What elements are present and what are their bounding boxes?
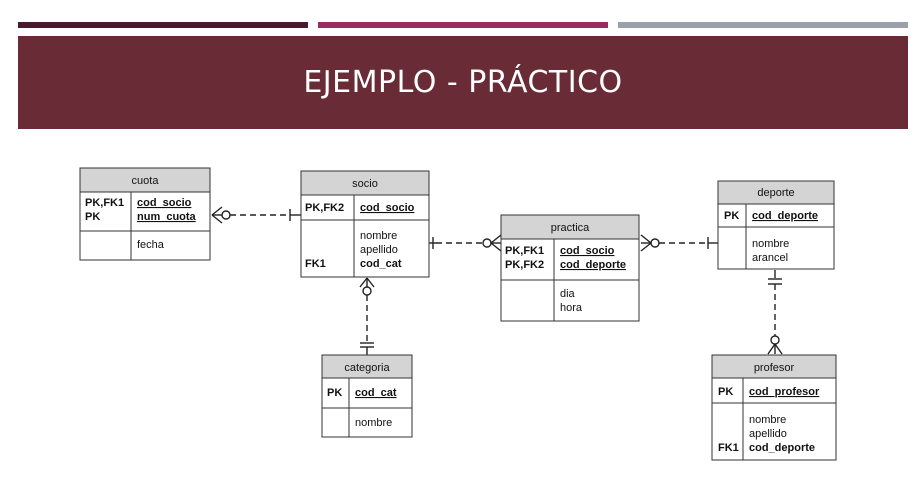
entity-categoria-pk-field: cod_cat xyxy=(355,387,397,399)
entity-socio-attr: apellido xyxy=(360,244,398,256)
entity-practica-title: practica xyxy=(551,222,590,234)
entity-practica-pk-field: cod_socio xyxy=(560,245,615,257)
slide-title: EJEMPLO - PRÁCTICO xyxy=(303,65,623,100)
entity-profesor-fk-label: FK1 xyxy=(718,442,739,454)
entity-categoria-attr: nombre xyxy=(355,417,392,429)
entity-deporte-attr: nombre xyxy=(752,238,789,250)
entity-categoria[interactable]: categoria PK cod_cat nombre xyxy=(321,354,413,438)
title-banner: EJEMPLO - PRÁCTICO xyxy=(18,36,908,129)
entity-cuota-pk-field: num_cuota xyxy=(137,211,197,223)
entity-practica-attr: hora xyxy=(560,302,583,314)
entity-profesor[interactable]: profesor PK cod_profesor nombre apellido… xyxy=(711,354,837,461)
entity-socio-pk-field: cod_socio xyxy=(360,202,415,214)
accent-bar-dark xyxy=(18,22,308,28)
entity-socio-key: PK,FK2 xyxy=(305,202,344,214)
relationship-practica-deporte xyxy=(640,234,718,252)
entity-practica-attr: dia xyxy=(560,288,576,300)
entity-deporte-title: deporte xyxy=(757,187,794,199)
entity-cuota-attr: fecha xyxy=(137,239,165,251)
entity-profesor-fk-field: cod_deporte xyxy=(749,442,815,454)
entity-practica[interactable]: practica PK,FK1 PK,FK2 cod_socio cod_dep… xyxy=(500,214,640,322)
entity-deporte[interactable]: deporte PK cod_deporte nombre arancel xyxy=(717,180,835,270)
entity-cuota-pk-field: cod_socio xyxy=(137,197,192,209)
entity-socio-title: socio xyxy=(352,178,378,190)
entity-cuota-key: PK,FK1 xyxy=(85,197,124,209)
entity-profesor-title: profesor xyxy=(754,362,795,374)
entity-profesor-key: PK xyxy=(718,386,733,398)
accent-bar-gray xyxy=(618,22,908,28)
entity-practica-key: PK,FK1 xyxy=(505,245,544,257)
relationship-socio-practica xyxy=(428,234,502,252)
entity-categoria-key: PK xyxy=(327,387,342,399)
entity-cuota[interactable]: cuota PK,FK1 PK cod_socio num_cuota fech… xyxy=(79,167,211,261)
entity-profesor-attr: apellido xyxy=(749,428,787,440)
entity-cuota-key: PK xyxy=(85,211,100,223)
relationship-socio-categoria xyxy=(359,277,375,355)
entity-socio-fk-label: FK1 xyxy=(305,258,326,270)
entity-profesor-attr: nombre xyxy=(749,414,786,426)
entity-practica-pk-field: cod_deporte xyxy=(560,259,626,271)
er-diagram: cuota PK,FK1 PK cod_socio num_cuota fech… xyxy=(78,158,844,465)
entity-profesor-pk-field: cod_profesor xyxy=(749,386,820,398)
entity-cuota-title: cuota xyxy=(132,175,160,187)
entity-socio-fk-field: cod_cat xyxy=(360,258,402,270)
entity-deporte-attr: arancel xyxy=(752,252,788,264)
relationship-cuota-socio xyxy=(211,206,301,224)
entity-deporte-key: PK xyxy=(724,210,739,222)
entity-practica-key: PK,FK2 xyxy=(505,259,544,271)
entity-categoria-title: categoria xyxy=(344,362,390,374)
entity-socio-attr: nombre xyxy=(360,230,397,242)
accent-bar-magenta xyxy=(318,22,608,28)
relationship-deporte-profesor xyxy=(767,270,783,355)
entity-deporte-pk-field: cod_deporte xyxy=(752,210,818,222)
entity-socio[interactable]: socio PK,FK2 cod_socio nombre apellido F… xyxy=(300,170,430,278)
